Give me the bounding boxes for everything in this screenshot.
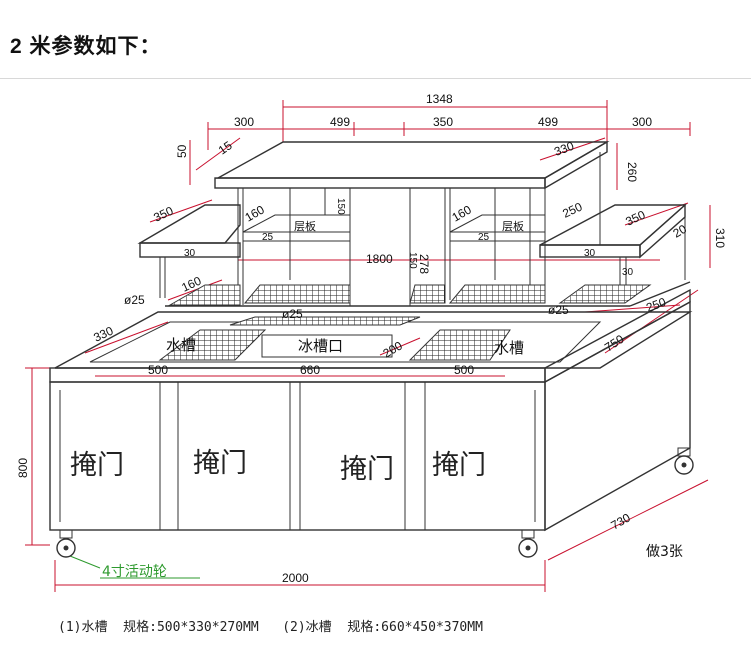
dim-250-right: 250: [560, 199, 584, 220]
dim-30-right: 30: [584, 248, 596, 259]
dim-310: 310: [713, 228, 727, 248]
top-dimension-lines: [25, 100, 711, 592]
lower-grates: [158, 316, 511, 361]
dim-25-shelf-right: 25: [478, 232, 490, 243]
inner-shelves: [242, 214, 546, 242]
label-ice-slot: 冰槽口: [298, 337, 343, 355]
dim-1348: 1348: [426, 92, 453, 106]
upper-grates: [165, 281, 691, 307]
dim-300-right: 300: [632, 115, 652, 129]
dim-660: 660: [300, 363, 320, 377]
wheel-front-left: [56, 529, 76, 558]
dim-30-left: 30: [184, 248, 196, 259]
wheel-back-right: [674, 447, 694, 475]
upright-panels: [237, 152, 601, 307]
dim-500-right: 500: [454, 363, 474, 377]
dim-800: 800: [16, 458, 30, 478]
door-label-1: 掩门: [70, 450, 124, 481]
label-water-tank-right: 水槽: [494, 339, 524, 357]
label-shelf-board-left: 层板: [294, 219, 316, 233]
wheel-front-right: [518, 529, 538, 558]
dim-30-side: 30: [622, 267, 634, 278]
wheels: [56, 447, 694, 558]
label-water-tank-left: 水槽: [166, 336, 196, 354]
dim-25-shelf-left: 25: [262, 232, 274, 243]
dim-50: 50: [175, 144, 189, 158]
label-wheel: 4寸活动轮: [102, 564, 167, 580]
dim-350-top: 350: [433, 115, 453, 129]
side-wings: [137, 203, 687, 302]
dim-330-top: 330: [552, 139, 576, 159]
dim-20: 20: [671, 222, 690, 241]
dim-499-left: 499: [330, 115, 350, 129]
page-title: 2 米参数如下：: [10, 35, 162, 58]
dim-250-lower: 250: [644, 295, 668, 315]
dim-499-right: 499: [538, 115, 558, 129]
dim-260: 260: [625, 162, 639, 182]
dim-330-lower: 330: [91, 323, 115, 344]
dim-500-left: 500: [148, 363, 168, 377]
door-label-3: 掩门: [340, 454, 394, 485]
label-make-count: 做3张: [646, 544, 683, 560]
spec-ice-slot: (2)冰槽 规格:660*450*370MM: [282, 620, 483, 635]
door-label-4: 掩门: [432, 450, 486, 481]
spec-water-tank: (1)水槽 规格:500*330*270MM: [58, 620, 259, 635]
dim-phi25-right: ø25: [548, 303, 569, 317]
cabinet-body: [49, 300, 691, 532]
dim-350-left: 350: [151, 203, 175, 224]
dim-300-left: 300: [234, 115, 254, 129]
door-label-2: 掩门: [193, 448, 247, 479]
label-shelf-board-right: 层板: [502, 219, 524, 233]
dim-1800: 1800: [366, 252, 393, 266]
dim-phi25-left: ø25: [124, 293, 145, 307]
dim-150-lower: 150: [407, 252, 418, 269]
dim-278: 278: [417, 254, 431, 274]
dim-phi25-mid: ø25: [282, 307, 303, 321]
part-labels: 层板 层板 水槽 冰槽口 水槽 掩门 掩门 掩门 掩门 4寸活动轮 做3张: [70, 219, 683, 580]
dim-150-upper: 150: [335, 198, 346, 215]
top-shelf: [214, 140, 610, 190]
separator-line: [0, 78, 751, 79]
dim-730: 730: [609, 510, 634, 532]
dim-15: 15: [216, 138, 235, 157]
dim-2000: 2000: [282, 571, 309, 585]
counter-top: [49, 288, 693, 384]
spec-line: (1)水槽 规格:500*330*270MM (2)冰槽 规格:660*450*…: [58, 616, 483, 635]
dim-350-right: 350: [623, 207, 647, 228]
